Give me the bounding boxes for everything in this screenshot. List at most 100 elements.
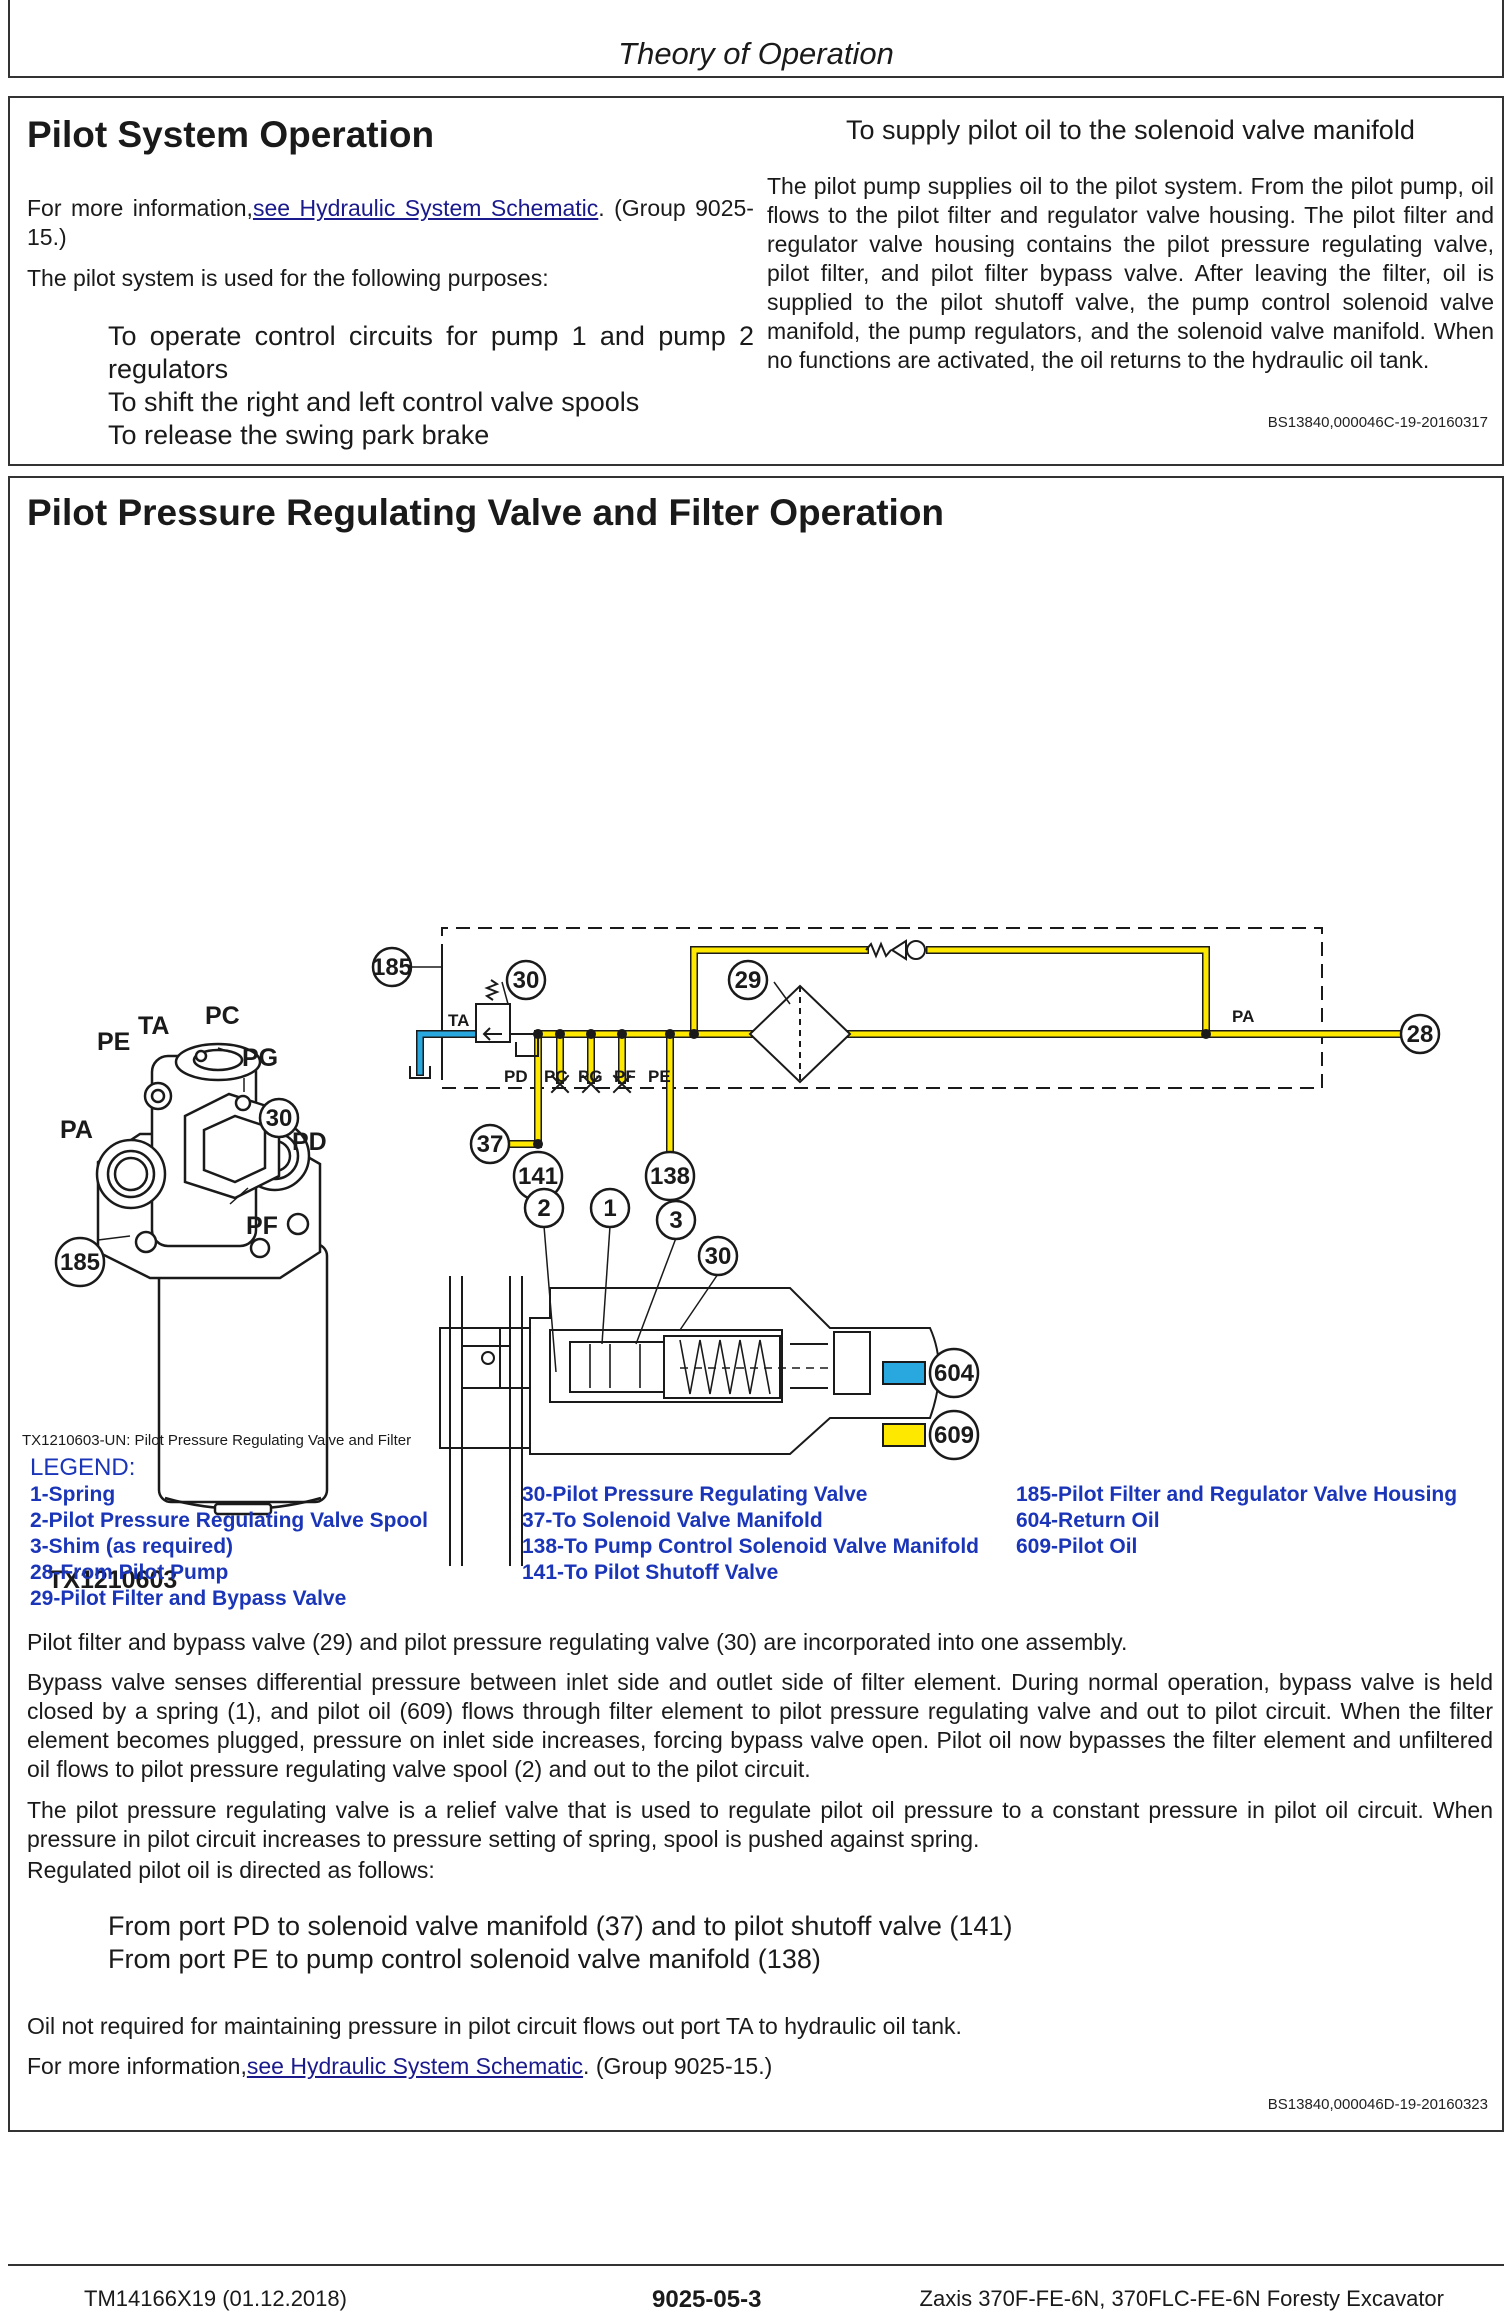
section-title: Pilot Pressure Regulating Valve and Filt… bbox=[27, 492, 945, 533]
callout-185-schematic: 185 bbox=[371, 946, 413, 988]
list-item: To operate control circuits for pump 1 a… bbox=[108, 321, 754, 384]
port-label-pe: PE bbox=[97, 1028, 130, 1056]
paragraph-assembly: Pilot filter and bypass valve (29) and p… bbox=[27, 1629, 1128, 1655]
port-label-pd: PD bbox=[292, 1128, 327, 1156]
legend-item: 138-To Pump Control Solenoid Valve Manif… bbox=[522, 1535, 979, 1558]
port-label-pg: PG bbox=[242, 1044, 278, 1072]
filter-symbol bbox=[748, 984, 852, 1084]
more-info-text-2: For more information,see Hydraulic Syste… bbox=[27, 2053, 773, 2079]
schematic-link-2[interactable]: see Hydraulic System Schematic bbox=[246, 2053, 584, 2079]
callout-29: 29 bbox=[727, 959, 769, 1001]
paragraph-bypass: Bypass valve senses differential pressur… bbox=[27, 1669, 1493, 1782]
svg-text:2: 2 bbox=[537, 1195, 550, 1222]
routes-list: From port PD to solenoid valve manifold … bbox=[108, 1910, 1012, 1976]
legend-column-2: 30-Pilot Pressure Regulating Valve 37-To… bbox=[522, 1482, 1002, 1586]
svg-text:141: 141 bbox=[518, 1163, 558, 1190]
legend-column-1: 1-Spring 2-Pilot Pressure Regulating Val… bbox=[30, 1482, 428, 1612]
subsection-heading: To supply pilot oil to the solenoid valv… bbox=[846, 115, 1415, 145]
port-label-pf: PF bbox=[246, 1212, 278, 1240]
paragraph-regulating: The pilot pressure regulating valve is a… bbox=[27, 1797, 1493, 1852]
port-label-ta: TA bbox=[138, 1012, 169, 1040]
svg-text:TA: TA bbox=[448, 1011, 469, 1030]
svg-text:PA: PA bbox=[1232, 1007, 1254, 1026]
figure-caption: TX1210603-UN: Pilot Pressure Regulating … bbox=[22, 1432, 412, 1449]
legend-item: 28-From Pilot Pump bbox=[30, 1561, 229, 1584]
valve-housing-illustration bbox=[95, 1042, 329, 1516]
svg-text:29: 29 bbox=[735, 967, 762, 994]
cross-section-leaders bbox=[543, 1225, 719, 1373]
section-pilot-system-operation: Pilot System Operation For more informat… bbox=[8, 96, 1504, 466]
svg-text:PC: PC bbox=[544, 1067, 568, 1086]
footer-rule bbox=[8, 2264, 1504, 2266]
footer-model: Zaxis 370F-FE-6N, 370FLC-FE-6N Foresty E… bbox=[919, 2286, 1444, 2311]
svg-text:138: 138 bbox=[650, 1163, 690, 1190]
figure-id: TX1210603 bbox=[48, 1566, 177, 1594]
port-labels: TA PC PE PG PA PD PF bbox=[60, 1002, 327, 1240]
tank-symbol bbox=[409, 1066, 431, 1079]
section-regulating-valve-filter: Pilot Pressure Regulating Valve and Filt… bbox=[8, 476, 1504, 2132]
callout-28: 28 bbox=[1399, 1013, 1441, 1055]
section-title: Pilot System Operation bbox=[27, 114, 435, 155]
callout-185-illustration: 185 bbox=[54, 1236, 106, 1288]
junction-dots bbox=[533, 1029, 1211, 1149]
pilot-supply-description: The pilot pump supplies oil to the pilot… bbox=[767, 173, 1494, 373]
port-label-pc: PC bbox=[205, 1002, 240, 1030]
list-item: To release the swing park brake bbox=[108, 420, 490, 450]
legend-item: 141-To Pilot Shutoff Valve bbox=[522, 1561, 779, 1584]
legend-item: 30-Pilot Pressure Regulating Valve bbox=[522, 1483, 868, 1506]
reference-code: BS13840,000046C-19-20160317 bbox=[1267, 414, 1488, 431]
purposes-intro: The pilot system is used for the followi… bbox=[27, 265, 549, 291]
illustration-leaders bbox=[97, 1047, 281, 1241]
svg-text:604: 604 bbox=[934, 1360, 975, 1387]
list-item: To shift the right and left control valv… bbox=[108, 387, 640, 417]
spool-and-spring bbox=[589, 1339, 830, 1395]
schematic-enclosure bbox=[441, 927, 1323, 1089]
svg-text:PE: PE bbox=[648, 1067, 671, 1086]
header-title: Theory of Operation bbox=[618, 36, 894, 71]
svg-text:PG: PG bbox=[578, 1067, 603, 1086]
port-label-pa: PA bbox=[60, 1116, 93, 1144]
regulating-valve-symbol bbox=[475, 979, 539, 1057]
legend-title: LEGEND: bbox=[30, 1454, 136, 1481]
legend-item: 609-Pilot Oil bbox=[1016, 1535, 1138, 1558]
legend-item: 1-Spring bbox=[30, 1483, 116, 1506]
paragraph-tank-return: Oil not required for maintaining pressur… bbox=[27, 2013, 962, 2039]
callout-30-illustration: 30 bbox=[258, 1097, 300, 1139]
svg-text:30: 30 bbox=[513, 967, 540, 994]
purposes-list: To operate control circuits for pump 1 a… bbox=[108, 320, 754, 452]
callout-37: 37 bbox=[469, 1123, 511, 1165]
svg-text:3: 3 bbox=[669, 1207, 682, 1234]
svg-text:609: 609 bbox=[934, 1422, 974, 1449]
svg-text:28: 28 bbox=[1407, 1021, 1434, 1048]
legend-item: 185-Pilot Filter and Regulator Valve Hou… bbox=[1016, 1483, 1458, 1506]
footer-manual-code: TM14166X19 (01.12.2018) bbox=[84, 2286, 347, 2311]
schematic-leaders bbox=[412, 966, 791, 1005]
svg-text:30: 30 bbox=[705, 1243, 732, 1270]
svg-text:1: 1 bbox=[603, 1195, 616, 1222]
schematic-port-labels: TA PD PC PG PF PE PA bbox=[448, 1007, 1254, 1086]
figure-pilot-valve-filter: TA PC PE PG PA PD PF TX1210603 bbox=[48, 927, 1441, 1594]
pilot-oil-swatch bbox=[882, 1423, 926, 1447]
footer-page-number: 9025-05-3 bbox=[652, 2286, 762, 2313]
callout-2: 2 bbox=[523, 1187, 565, 1229]
callout-1: 1 bbox=[589, 1187, 631, 1229]
svg-text:PF: PF bbox=[614, 1067, 636, 1086]
svg-text:185: 185 bbox=[372, 954, 412, 981]
list-item: From port PD to solenoid valve manifold … bbox=[108, 1911, 1013, 1941]
callout-30-section: 30 bbox=[697, 1235, 739, 1277]
return-oil-swatch bbox=[882, 1361, 926, 1385]
legend-item: 29-Pilot Filter and Bypass Valve bbox=[30, 1587, 347, 1610]
page-header: Theory of Operation bbox=[8, 0, 1504, 78]
callout-3: 3 bbox=[655, 1199, 697, 1241]
svg-text:185: 185 bbox=[60, 1249, 100, 1276]
more-info-text: For more information,see Hydraulic Syste… bbox=[27, 195, 754, 250]
paragraph-routes-intro: Regulated pilot oil is directed as follo… bbox=[27, 1857, 435, 1883]
reference-code-2: BS13840,000046D-19-20160323 bbox=[1267, 2096, 1488, 2113]
schematic-link[interactable]: see Hydraulic System Schematic bbox=[252, 195, 599, 221]
pilot-oil-lines bbox=[506, 946, 1404, 1167]
return-oil-line bbox=[416, 1030, 500, 1076]
callout-30-schematic: 30 bbox=[505, 959, 547, 1001]
callout-609: 609 bbox=[928, 1409, 980, 1461]
svg-text:PD: PD bbox=[504, 1067, 528, 1086]
svg-text:30: 30 bbox=[266, 1105, 293, 1132]
